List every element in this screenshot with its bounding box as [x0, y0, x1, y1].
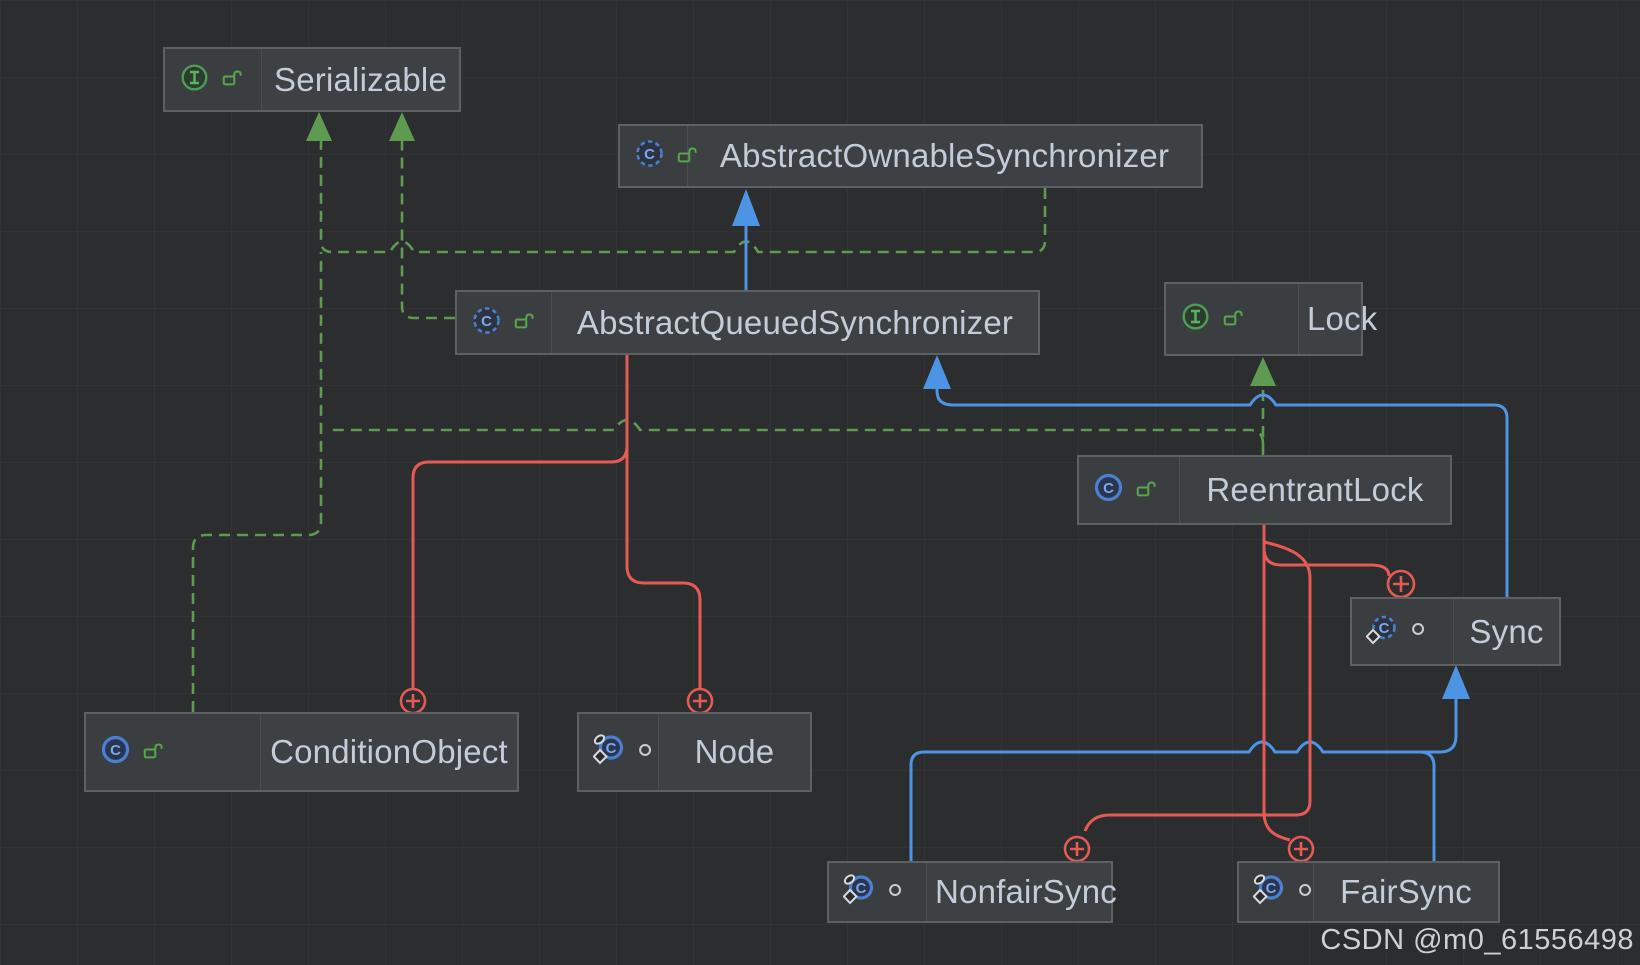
class-name-label: Sync [1469, 612, 1544, 650]
edge-reentrantlock-inner-sync [1262, 525, 1391, 577]
class-node-fair-sync[interactable]: C FairSync [1237, 861, 1500, 923]
edge-aos-implements-serializable [319, 140, 1047, 254]
class-icon-zone: C [829, 863, 927, 921]
class-node-abstract-ownable-synchronizer[interactable]: C AbstractOwnableSynchronizer [618, 124, 1203, 188]
nested-class-icon: C [842, 874, 874, 910]
abstract-class-icon: C [471, 305, 502, 341]
abstract-class-icon: C [634, 138, 665, 174]
svg-text:C: C [1266, 880, 1277, 897]
class-name-label: NonfairSync [935, 873, 1117, 910]
unlocked-icon [221, 66, 243, 93]
class-name-label: Serializable [274, 60, 447, 98]
unlocked-icon [1222, 306, 1244, 333]
class-name-label: AbstractOwnableSynchronizer [719, 137, 1170, 174]
nested-class-icon: C [1252, 874, 1284, 910]
class-node-abstract-queued-synchronizer[interactable]: C AbstractQueuedSynchronizer [455, 290, 1040, 355]
generalization-arrowhead-aos [732, 189, 760, 226]
class-icon: C [100, 734, 131, 770]
class-icon-zone: C [620, 126, 697, 186]
class-name-label: ReentrantLock [1206, 471, 1424, 508]
nested-abstract-class-icon: C [1365, 614, 1397, 650]
realization-arrowhead-serializable-right [389, 112, 415, 141]
class-icon-zone: C [86, 714, 261, 790]
edge-nonfairsync-extends-sync [909, 699, 1458, 861]
inner-class-anchor-node [686, 687, 714, 715]
class-name-label: FairSync [1340, 873, 1472, 910]
class-icon-zone: C [1079, 457, 1180, 523]
csdn-watermark: CSDN @m0_61556498 [1320, 924, 1634, 956]
unlocked-icon [676, 143, 698, 170]
class-node-sync[interactable]: C Sync [1350, 597, 1561, 666]
realization-arrowhead-serializable-left [306, 112, 332, 141]
package-private-icon [885, 879, 907, 906]
edge-fairsync-extends-sync [1420, 750, 1436, 861]
edge-reentrantlock-inner-nonfairsync [1083, 540, 1312, 832]
class-icon: C [1093, 472, 1124, 508]
edge-conditionobject-implements-serializable [191, 252, 323, 712]
generalization-arrowhead-sync [1442, 665, 1470, 699]
generalization-arrowhead-aqs [923, 355, 951, 389]
unlocked-icon [142, 739, 164, 766]
class-node-nonfair-sync[interactable]: C NonfairSync [827, 861, 1117, 923]
svg-text:C: C [606, 740, 617, 757]
svg-text:C: C [644, 146, 655, 163]
class-name-label: Lock [1307, 300, 1378, 337]
package-private-icon [1408, 618, 1430, 645]
realization-arrowhead-lock [1250, 357, 1276, 386]
nested-class-icon: C [592, 734, 624, 770]
edge-reentrantlock-implements-serializable [327, 418, 1265, 445]
class-node-serializable[interactable]: Serializable [163, 47, 461, 112]
package-private-icon [635, 739, 657, 766]
class-icon-zone [165, 49, 262, 110]
interface-icon [179, 62, 210, 98]
class-icon-zone: C [457, 292, 552, 353]
class-node-condition-object[interactable]: C ConditionObject [84, 712, 519, 792]
unlocked-icon [513, 309, 535, 336]
edge-aqs-implements-serializable [400, 140, 455, 320]
class-name-label: Node [694, 733, 775, 770]
class-name-label: AbstractQueuedSynchronizer [576, 303, 1014, 341]
interface-icon [1180, 301, 1211, 337]
svg-text:C: C [1379, 620, 1390, 637]
edge-aqs-inner-conditionobject [411, 445, 629, 689]
class-icon-zone [1166, 284, 1299, 354]
inner-class-anchor-sync [1386, 569, 1416, 599]
edge-reentrantlock-inner-fairsync [1262, 525, 1291, 842]
package-private-icon [1295, 879, 1317, 906]
svg-text:C: C [856, 880, 867, 897]
svg-text:C: C [1103, 480, 1114, 497]
inner-class-anchor-nonfairsync [1063, 835, 1091, 863]
svg-text:C: C [481, 313, 492, 330]
class-name-label: ConditionObject [270, 733, 508, 770]
class-node-node[interactable]: C Node [577, 712, 812, 792]
svg-text:C: C [110, 742, 121, 759]
class-node-lock[interactable]: Lock [1164, 282, 1377, 356]
edge-aqs-inner-node [625, 355, 702, 689]
class-node-reentrant-lock[interactable]: C ReentrantLock [1077, 455, 1452, 525]
inner-class-anchor-conditionobject [399, 687, 427, 715]
class-icon-zone: C [579, 714, 659, 790]
edge-sync-extends-aqs [935, 389, 1509, 597]
unlocked-icon [1135, 477, 1157, 504]
class-icon-zone: C [1239, 863, 1314, 921]
class-icon-zone: C [1352, 599, 1454, 664]
inner-class-anchor-fairsync [1287, 835, 1315, 863]
